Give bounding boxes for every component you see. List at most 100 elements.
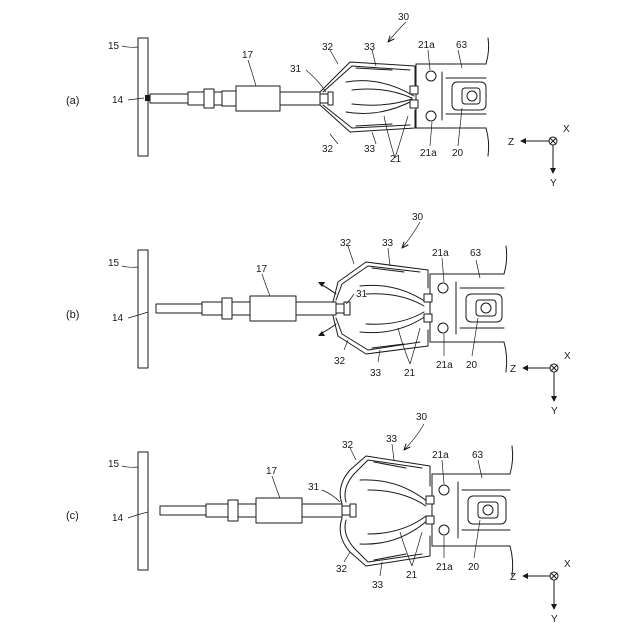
arrow-30 <box>388 36 394 42</box>
axis-z-label: Z <box>508 137 514 148</box>
leader-30 <box>388 22 406 42</box>
label-32-bot: 32 <box>322 144 334 155</box>
axis-z-label: Z <box>510 572 516 583</box>
leader-33-top <box>388 248 390 266</box>
arrow-30 <box>402 242 408 248</box>
leader-63 <box>476 260 480 278</box>
axis-x-label: X <box>564 559 571 570</box>
label-21a-bot: 21a <box>436 360 453 371</box>
axis-triad <box>522 364 558 402</box>
label-32-bot: 32 <box>334 356 346 367</box>
leader-32-bot <box>344 552 350 562</box>
panel-label: (c) <box>66 510 79 522</box>
leader-30 <box>404 424 424 450</box>
leader-30 <box>402 222 420 248</box>
label-33-top: 33 <box>382 238 394 249</box>
panel-b: (b) 15 14 17 31 <box>66 212 571 417</box>
label-21: 21 <box>390 154 402 165</box>
label-32-top: 32 <box>322 42 334 53</box>
label-17: 17 <box>266 466 278 477</box>
label-33-bot: 33 <box>370 368 382 379</box>
label-21: 21 <box>404 368 416 379</box>
axis-z-label: Z <box>510 364 516 375</box>
label-15: 15 <box>108 41 120 52</box>
axis-triad <box>520 137 557 174</box>
body-63 <box>426 446 513 576</box>
axis-x-label: X <box>563 124 570 135</box>
leader-20 <box>472 318 478 356</box>
leader-32-bot <box>330 134 338 144</box>
label-21a-top: 21a <box>418 40 435 51</box>
label-20: 20 <box>466 360 478 371</box>
leader-21 <box>400 532 422 566</box>
actuator-17 <box>156 296 350 321</box>
label-33-bot: 33 <box>372 580 384 591</box>
label-32-top: 32 <box>342 440 354 451</box>
label-30: 30 <box>412 212 424 223</box>
plate-15 <box>138 452 148 570</box>
leader-21a-top <box>442 258 444 282</box>
leader-17 <box>248 60 256 86</box>
label-15: 15 <box>108 258 120 269</box>
leader-15 <box>122 266 138 267</box>
leader-21a-bot <box>430 122 432 146</box>
axis-y-label: Y <box>550 178 557 189</box>
label-14: 14 <box>112 313 124 324</box>
panel-label: (a) <box>66 95 79 107</box>
label-17: 17 <box>256 264 268 275</box>
panel-a: (a) 15 14 17 31 <box>66 12 570 189</box>
label-20: 20 <box>468 562 480 573</box>
body-63 <box>410 38 489 156</box>
label-31: 31 <box>308 482 320 493</box>
label-14: 14 <box>112 95 124 106</box>
label-32-bot: 32 <box>336 564 348 575</box>
leader-21 <box>398 328 420 364</box>
leader-21a-top <box>442 460 444 484</box>
leader-33-top <box>392 444 394 460</box>
label-31: 31 <box>356 289 368 300</box>
body-63 <box>424 246 507 372</box>
label-63: 63 <box>456 40 468 51</box>
label-21a-top: 21a <box>432 450 449 461</box>
label-21a-bot: 21a <box>420 148 437 159</box>
label-17: 17 <box>242 50 254 61</box>
actuator-17 <box>160 498 356 523</box>
axis-x-label: X <box>564 351 571 362</box>
panel-c: (c) 15 14 17 31 <box>66 412 571 625</box>
axis-y-label: Y <box>551 406 558 417</box>
label-30: 30 <box>416 412 428 423</box>
leader-15 <box>122 46 138 47</box>
leader-15 <box>122 466 138 467</box>
label-63: 63 <box>470 248 482 259</box>
label-21: 21 <box>406 570 418 581</box>
label-32-top: 32 <box>340 238 352 249</box>
leader-31 <box>322 490 340 502</box>
leader-21a-top <box>428 50 430 70</box>
leader-17 <box>262 274 270 296</box>
panel-label: (b) <box>66 309 79 321</box>
plate-15 <box>138 250 148 368</box>
label-33-bot: 33 <box>364 144 376 155</box>
leader-63 <box>458 50 462 68</box>
label-63: 63 <box>472 450 484 461</box>
label-31: 31 <box>290 64 302 75</box>
gripper-30 <box>320 62 415 132</box>
label-21a-bot: 21a <box>436 562 453 573</box>
label-15: 15 <box>108 459 120 470</box>
leader-20 <box>474 520 480 558</box>
axis-triad <box>522 572 558 610</box>
axis-y-label: Y <box>551 614 558 625</box>
label-14: 14 <box>112 513 124 524</box>
leader-63 <box>478 460 482 478</box>
leader-21 <box>384 116 408 158</box>
label-33-top: 33 <box>386 434 398 445</box>
leader-33-bot <box>372 132 376 144</box>
leader-17 <box>272 476 280 498</box>
actuator-17 <box>150 86 333 111</box>
leader-33-bot <box>378 350 380 362</box>
label-20: 20 <box>452 148 464 159</box>
label-33-top: 33 <box>364 42 376 53</box>
label-30: 30 <box>398 12 410 23</box>
label-21a-top: 21a <box>432 248 449 259</box>
